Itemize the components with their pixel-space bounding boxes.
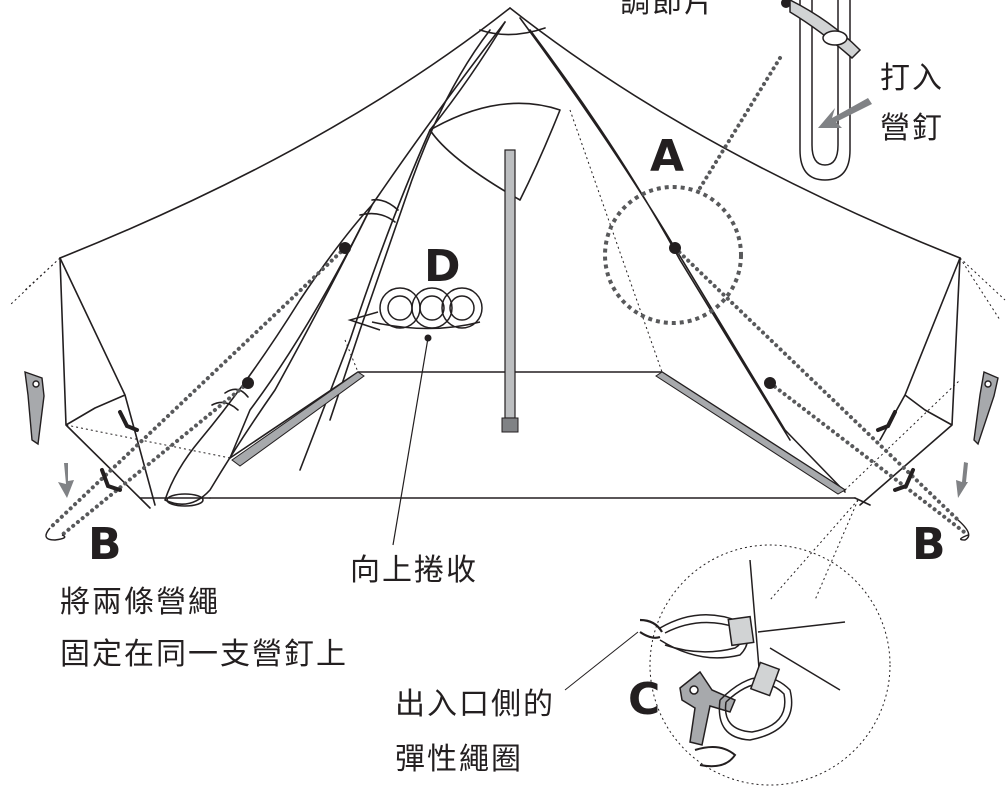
label-loop-2: 彈性繩圈 [395, 742, 523, 777]
pointer-c [564, 631, 639, 691]
label-d: D [424, 241, 461, 292]
arrow-drive-stake [818, 98, 872, 128]
guy-line-right-upper [673, 246, 960, 522]
dot-left-lower [242, 377, 254, 389]
center-pole [501, 149, 519, 433]
clip-right-1 [876, 410, 897, 432]
right-wing [859, 257, 961, 506]
detail-circle-a [603, 185, 743, 325]
label-two-lines-1: 將兩條營繩 [60, 585, 220, 620]
detail-circle-c [649, 544, 891, 786]
floor-strip-right [655, 371, 846, 495]
label-adjuster: 調節片 [620, 0, 716, 20]
loop-right [957, 519, 970, 541]
door-left-edge [229, 21, 506, 459]
clip-right-2 [893, 468, 915, 492]
apex-cap [479, 27, 546, 36]
elastic-loop-icon [639, 559, 846, 768]
label-b-right: B [912, 519, 946, 570]
label-c: C [628, 674, 660, 725]
right-door-seam [519, 17, 846, 493]
label-drive-stake-1: 打入 [880, 61, 944, 96]
coiled-rope-icon [347, 287, 483, 331]
rolled-door-bundle [164, 204, 373, 506]
door-panel [299, 21, 506, 471]
dash-left-out [9, 257, 61, 306]
label-a: A [650, 131, 684, 182]
roof-left-edge [59, 7, 511, 259]
arrow-right-stake [956, 462, 968, 498]
dash-right-out [959, 257, 1006, 321]
clip-left-1 [118, 410, 139, 432]
label-loop-1: 出入口側的 [395, 687, 555, 722]
dash-inner-left [65, 339, 359, 459]
arrow-left-stake [58, 463, 74, 498]
label-two-lines-2: 固定在同一支營釘上 [60, 637, 348, 672]
label-b-left: B [88, 519, 122, 570]
pointer-d [392, 337, 429, 546]
guy-line-left-lower [60, 381, 250, 537]
door-tie-1 [359, 198, 399, 223]
guy-line-left-upper [48, 246, 347, 530]
label-drive-stake-2: 營釘 [880, 111, 944, 146]
floor-back [139, 497, 871, 506]
dot-right-lower [764, 377, 776, 389]
door-rolled-flap [429, 102, 561, 201]
floor-strip-left [231, 371, 365, 467]
stake-icon [24, 370, 45, 446]
dash-inner-right [569, 109, 961, 491]
clip-left-2 [100, 468, 122, 492]
guy-line-right-lower [768, 381, 970, 537]
pointer-a [698, 56, 782, 190]
bundle-end [166, 493, 204, 507]
label-roll-up: 向上捲收 [350, 553, 478, 588]
dash-c-pointer [769, 499, 859, 601]
dot-adjuster [781, 0, 791, 8]
dot-right-upper [669, 242, 681, 254]
stake-icon-right [973, 371, 999, 446]
roof-right-edge [509, 7, 961, 259]
dot-left-upper [339, 242, 351, 254]
loop-left [45, 527, 66, 541]
adjuster-icon [789, 0, 862, 181]
